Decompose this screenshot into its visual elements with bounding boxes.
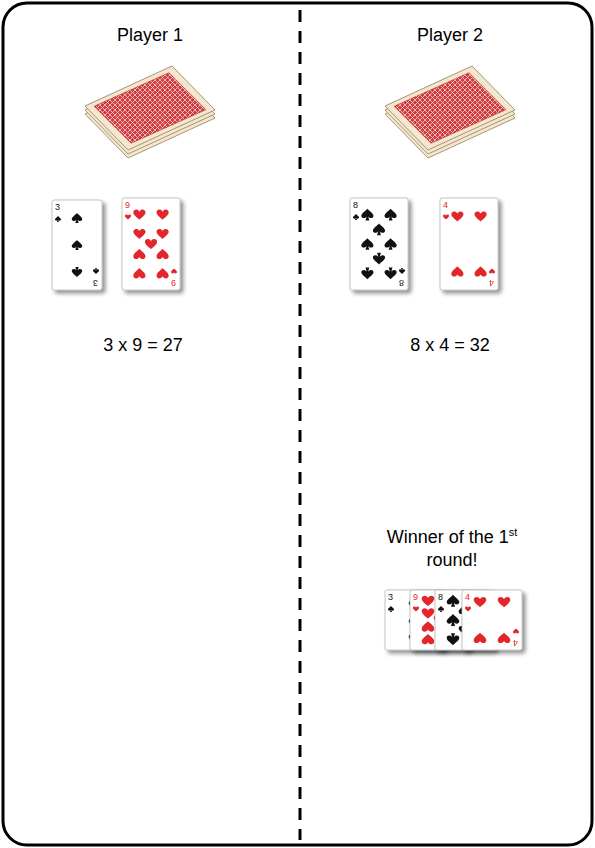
suit-pip: [171, 268, 177, 273]
card-face: [440, 198, 498, 290]
card-rank: 9: [171, 278, 176, 287]
card-back: [385, 66, 515, 150]
ordinal-suffix: st: [509, 526, 518, 538]
suit-pip: [475, 266, 487, 276]
suit-pip: [422, 608, 435, 618]
frame: [3, 3, 592, 845]
playing-cards: [52, 198, 522, 650]
suit-pip: [385, 238, 397, 250]
suit-pip: [399, 268, 405, 274]
suit-pip: [385, 268, 397, 280]
suit-pip: [498, 597, 511, 607]
playing-card: [462, 590, 522, 650]
text-label: 8 x 4 = 32: [410, 334, 490, 357]
card-rank: 8: [399, 278, 404, 287]
suit-pip: [451, 266, 463, 276]
suit-pip: [447, 614, 460, 626]
playing-card: [122, 198, 180, 290]
suit-pip: [489, 268, 495, 273]
card-back-pattern: [394, 73, 506, 144]
card-face: [122, 198, 180, 290]
card-decks: [85, 66, 515, 158]
suit-pip: [388, 606, 394, 612]
playing-card: [350, 198, 408, 290]
suit-pip: [361, 209, 373, 221]
card-face: [52, 200, 102, 290]
suit-pip: [93, 268, 99, 274]
suit-pip: [373, 253, 385, 265]
text-label: Winner of the 1st round!: [372, 526, 532, 573]
suit-pip: [361, 268, 373, 280]
divider-line: [299, 10, 302, 840]
suit-pip: [145, 239, 157, 249]
suit-pip: [353, 214, 359, 220]
card-rank: 9: [413, 593, 418, 602]
card-face: [350, 198, 408, 290]
card-face: [462, 590, 522, 650]
suit-pip: [72, 240, 83, 250]
suit-pip: [157, 229, 169, 239]
suit-pip: [385, 209, 397, 221]
text-label: Player 1: [117, 24, 183, 47]
suit-pip: [447, 595, 460, 607]
suit-pip: [413, 607, 419, 612]
card-rank: 3: [93, 278, 98, 287]
suit-pip: [443, 215, 449, 220]
card-back-pattern: [94, 73, 206, 144]
card-rank: 4: [513, 638, 518, 647]
card-rank: 4: [465, 593, 470, 602]
suit-pip: [513, 628, 519, 633]
suit-pip: [465, 607, 471, 612]
suit-pip: [72, 213, 83, 223]
suit-pip: [125, 215, 131, 220]
card-back: [85, 66, 215, 150]
text-label: 3 x 9 = 27: [103, 334, 183, 357]
card-rank: 4: [489, 278, 494, 287]
suit-pip: [133, 229, 145, 239]
suit-pip: [498, 633, 511, 643]
suit-pip: [157, 210, 169, 220]
text-part: Winner of the 1: [387, 527, 509, 547]
suit-pip: [422, 634, 435, 644]
suit-pip: [157, 268, 169, 278]
card-back: [85, 70, 215, 154]
suit-pip: [474, 633, 487, 643]
suit-pip: [157, 249, 169, 259]
suit-pip: [55, 216, 61, 222]
suit-pip: [133, 210, 145, 220]
text-label: Player 2: [417, 24, 483, 47]
card-rank: 3: [388, 593, 393, 602]
suit-pip: [361, 238, 373, 250]
suit-pip: [422, 621, 435, 631]
suit-pip: [422, 596, 435, 606]
suit-pip: [133, 268, 145, 278]
suit-pip: [451, 211, 463, 221]
suit-pip: [72, 267, 83, 277]
card-rank: 3: [55, 203, 60, 212]
suit-pip: [475, 211, 487, 221]
card-rank: 8: [353, 201, 358, 210]
card-rank: 8: [438, 593, 443, 602]
suit-pip: [438, 606, 444, 612]
suit-pip: [133, 249, 145, 259]
playing-card: [440, 198, 498, 290]
text-part: round!: [426, 550, 477, 570]
suit-pip: [447, 633, 460, 645]
card-back: [385, 70, 515, 154]
card-rank: 9: [125, 201, 130, 210]
suit-pip: [474, 597, 487, 607]
suit-pip: [373, 223, 385, 235]
card-rank: 4: [443, 201, 448, 210]
playing-card: [52, 200, 102, 290]
